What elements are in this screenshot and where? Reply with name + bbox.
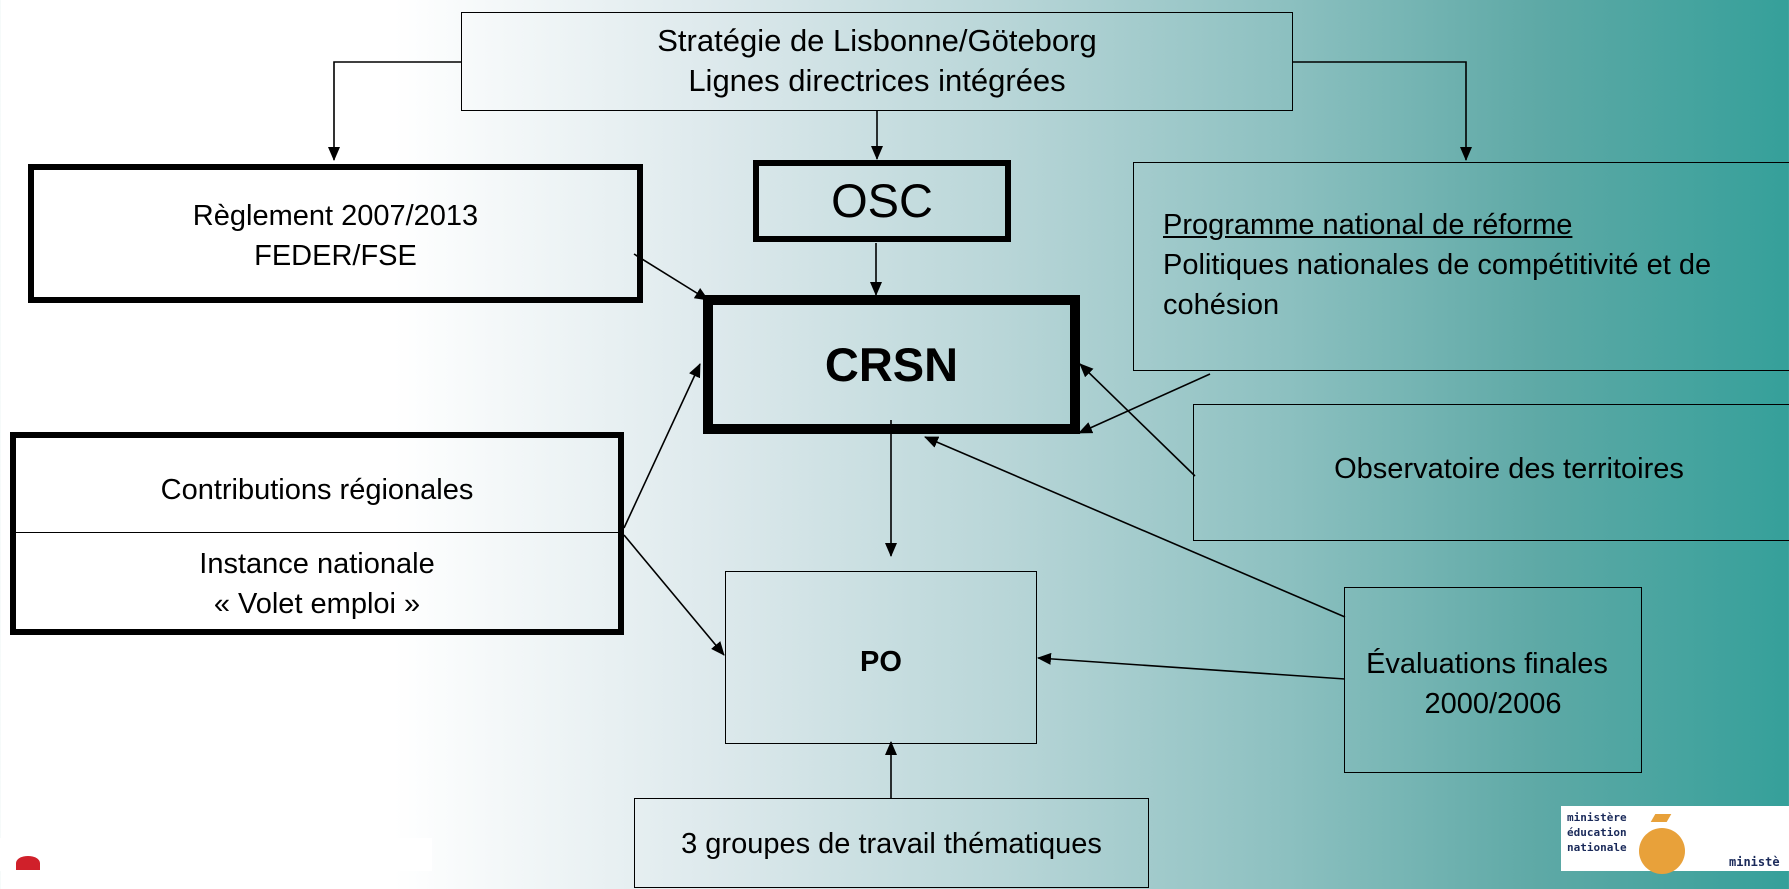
logo-line-1: ministère [1567, 811, 1627, 824]
connector-arrows [328, 61, 1472, 798]
arrow-reglement-to-crsn [633, 253, 709, 301]
arrow-strategy-to-pnr [1292, 61, 1472, 161]
arrow-eval-to-crsn [924, 436, 1346, 618]
logo-line-3: nationale [1567, 841, 1627, 854]
groupes-box: 3 groupes de travail thématiques [634, 798, 1149, 888]
osc-box: OSC [753, 160, 1011, 242]
strategy-line-2: Lignes directrices intégrées [688, 63, 1066, 98]
arrow-strategy-to-reglement [328, 61, 462, 161]
arrow-observatoire-to-crsn [1079, 363, 1196, 477]
arrow-contrib-to-po [623, 534, 725, 656]
contributions-bottom: Instance nationale « Volet emploi » [16, 533, 618, 624]
logo-line-2: éducation [1567, 826, 1627, 839]
reglement-box: Règlement 2007/2013 FEDER/FSE [28, 164, 643, 303]
instance-nationale-label: Instance nationale [199, 548, 435, 580]
groupes-label: 3 groupes de travail thématiques [681, 828, 1102, 860]
pnr-title: Programme national de réforme [1163, 209, 1573, 241]
reglement-line-1: Règlement 2007/2013 [192, 200, 479, 232]
observatoire-box: Observatoire des territoires [1193, 404, 1789, 541]
pnr-text: Politiques nationales de compétitivité e… [1163, 249, 1712, 321]
pnr-box: Programme national de réforme Politiques… [1133, 162, 1789, 371]
volet-emploi-label: « Volet emploi » [213, 588, 421, 620]
logo-sun-icon [1639, 828, 1685, 874]
reglement-line-2: FEDER/FSE [254, 240, 417, 272]
logo-text: ministère éducation nationale [1567, 810, 1627, 855]
contributions-top-label: Contributions régionales [160, 474, 474, 506]
contributions-box: Contributions régionales Instance nation… [10, 432, 624, 635]
logo-accent-icon [1650, 814, 1672, 822]
evaluations-line-1: Évaluations finales [1366, 648, 1608, 680]
logo-side-text: ministè [1729, 855, 1780, 869]
logo-left-mark-icon [16, 856, 40, 870]
arrow-eval-to-po [1037, 652, 1346, 680]
arrow-pnr-to-crsn [1078, 373, 1211, 434]
evaluations-line-2: 2000/2006 [1424, 688, 1562, 720]
crsn-label: CRSN [824, 338, 959, 391]
logo-left-white-panel [0, 838, 432, 871]
strategy-box: Stratégie de Lisbonne/Göteborg Lignes di… [461, 12, 1293, 111]
crsn-box: CRSN [703, 295, 1080, 434]
strategy-line-1: Stratégie de Lisbonne/Göteborg [657, 23, 1097, 58]
po-label: PO [860, 646, 902, 678]
contributions-top: Contributions régionales [16, 438, 618, 533]
evaluations-box: Évaluations finales 2000/2006 [1344, 587, 1642, 773]
osc-label: OSC [831, 174, 933, 227]
ministry-logo: ministère éducation nationale ministè [1561, 806, 1789, 874]
po-box: PO [725, 571, 1037, 744]
arrow-contrib-to-crsn [623, 363, 701, 529]
observatoire-label: Observatoire des territoires [1334, 453, 1684, 485]
